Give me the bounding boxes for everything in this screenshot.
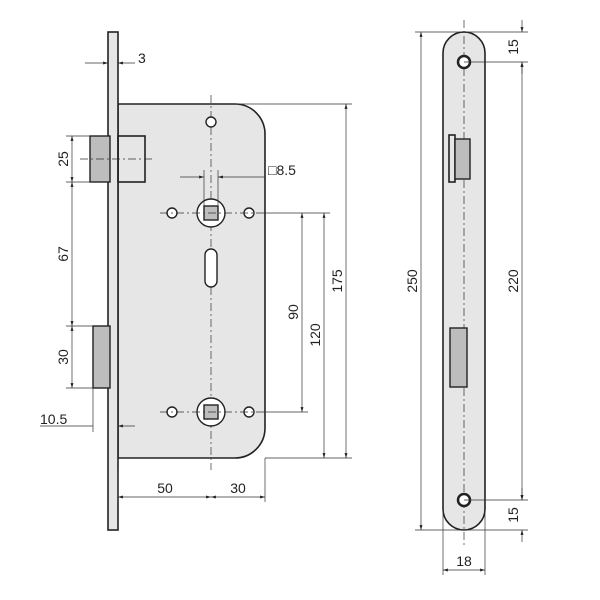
dim-spindle-to-bottom: 120 xyxy=(307,323,323,347)
dim-bottom-hole-offset: 15 xyxy=(505,507,521,523)
lock-body xyxy=(117,103,266,459)
dim-rear: 30 xyxy=(230,480,246,496)
dim-faceplate-width: 18 xyxy=(456,553,472,569)
dim-backset: 50 xyxy=(157,480,173,496)
dim-spindle-square: □8.5 xyxy=(268,162,296,178)
dim-spindle-to-keyhole: 90 xyxy=(285,304,301,320)
deadbolt xyxy=(92,325,111,389)
dim-latch-height: 25 xyxy=(55,151,71,167)
dim-faceplate-length: 250 xyxy=(404,269,420,293)
front-view: 3 25 67 30 10.5 50 30 □8.5 90 120 175 xyxy=(40,31,352,531)
dim-body-height: 175 xyxy=(329,269,345,293)
dim-faceplate-thickness: 3 xyxy=(138,50,146,66)
deadbolt-front xyxy=(449,327,468,388)
dim-latch-to-deadbolt: 67 xyxy=(55,246,71,262)
side-view: 250 220 15 15 18 xyxy=(404,20,528,575)
keyhole-slot xyxy=(204,248,218,288)
faceplate xyxy=(107,31,119,531)
dim-top-hole-offset: 15 xyxy=(505,39,521,55)
dim-deadbolt-height: 30 xyxy=(55,349,71,365)
dim-hole-spacing: 220 xyxy=(505,269,521,293)
top-screw-hole xyxy=(205,116,217,128)
dim-faceplate-offset: 10.5 xyxy=(40,411,67,427)
latch-bolt-front xyxy=(454,138,471,180)
